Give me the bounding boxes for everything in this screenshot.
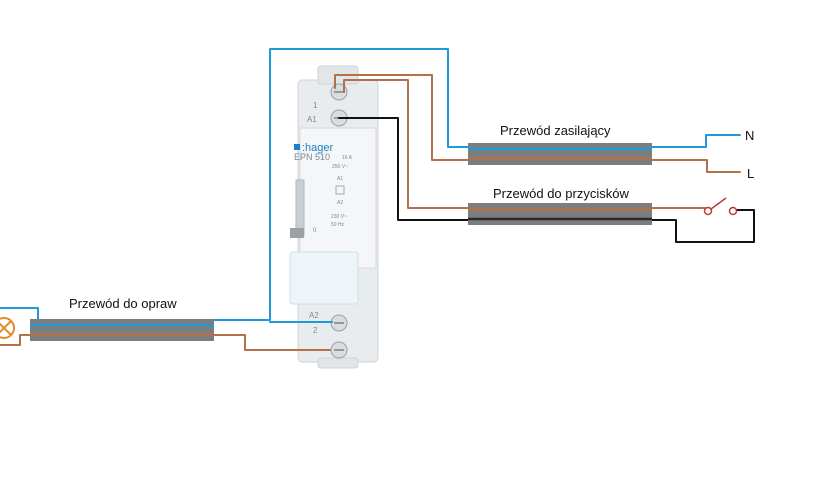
- device-voltage-bottom: 230 V~: [331, 214, 347, 220]
- button-cable-label: Przewód do przycisków: [493, 186, 629, 201]
- terminal-2-label: 2: [313, 326, 318, 335]
- control-wire: [338, 117, 755, 243]
- terminal-1-label: 1: [313, 101, 318, 110]
- fixture-cable-label: Przewód do opraw: [69, 296, 177, 311]
- brand-logo-mark: [294, 144, 300, 150]
- supply-cable: [468, 143, 652, 165]
- brand-name: :hager: [302, 142, 334, 154]
- device-frequency: 50 Hz: [331, 222, 345, 228]
- impulse-relay: 1 A1 A2 2 :hager EPN 510 16 A 250 V~ A1 …: [289, 65, 379, 369]
- coil-symbol-icon: [335, 185, 345, 195]
- line-wire-supply: [334, 74, 741, 173]
- lamp-icon: [0, 317, 15, 339]
- line-label: L: [747, 166, 754, 181]
- terminal-A2-label: A2: [309, 311, 319, 320]
- neutral-label: N: [745, 128, 754, 143]
- push-button-icon: [703, 197, 738, 216]
- device-rating: 16 A: [342, 155, 353, 161]
- coil-label-a2: A2: [337, 200, 343, 206]
- toggle-mark: 0: [313, 228, 317, 234]
- terminal-A2-screw: [330, 314, 348, 332]
- neutral-wire: [0, 48, 741, 321]
- device-voltage-top: 250 V~: [332, 164, 348, 170]
- device-model: EPN 510: [294, 152, 330, 162]
- terminal-A1-label: A1: [307, 115, 317, 124]
- supply-cable-label: Przewód zasilający: [500, 123, 611, 138]
- coil-label-a1: A1: [337, 176, 343, 182]
- fixture-cable: [30, 319, 214, 341]
- button-cable: [468, 203, 652, 225]
- terminal-2-screw: [330, 341, 348, 359]
